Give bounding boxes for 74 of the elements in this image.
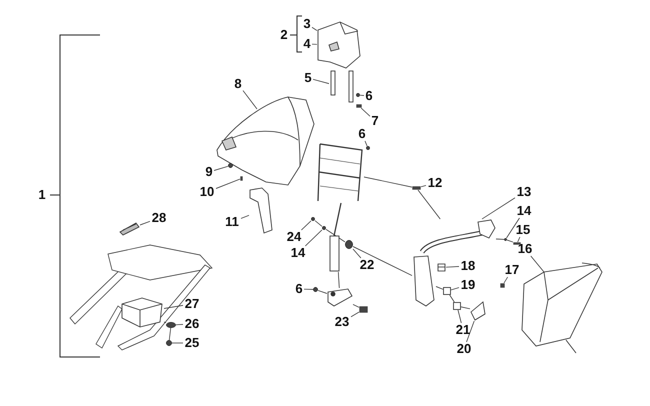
assembly-line — [352, 304, 360, 308]
assembly-line — [352, 246, 412, 276]
assembly-line — [449, 294, 455, 302]
leader-line — [172, 342, 184, 344]
leader-line — [458, 310, 462, 324]
leader-line — [450, 287, 460, 290]
leader-line — [517, 236, 520, 242]
leader-line — [301, 220, 312, 230]
leader-line — [360, 94, 364, 96]
leader-line — [304, 230, 322, 246]
callout-number: 21 — [454, 323, 472, 337]
leader-line — [176, 324, 184, 326]
callout-number: 13 — [515, 185, 533, 199]
leader-line — [214, 166, 228, 171]
callout-number: 5 — [303, 71, 313, 85]
assembly-line — [418, 190, 441, 220]
callout-number: 25 — [183, 336, 201, 350]
callout-number: 26 — [183, 317, 201, 331]
leader-line — [240, 214, 250, 219]
assembly-line — [436, 286, 444, 290]
assembly-line — [338, 272, 340, 288]
callout-number: 7 — [370, 114, 380, 128]
assembly-line — [164, 322, 166, 324]
assembly-line — [460, 306, 470, 310]
leader-line — [242, 90, 258, 110]
leader-line — [504, 276, 508, 284]
assembly-line — [364, 176, 412, 188]
callout-number: 11 — [223, 215, 241, 229]
callout-number: 17 — [503, 263, 521, 277]
callout-number: 6 — [294, 282, 304, 296]
callout-number: 4 — [302, 37, 312, 51]
callout-number: 27 — [183, 297, 201, 311]
callout-number: 9 — [204, 165, 214, 179]
assembly-line — [318, 290, 328, 294]
callout-number: 16 — [516, 242, 534, 256]
leader-line — [466, 320, 475, 342]
callout-number: 14 — [289, 246, 307, 260]
callout-number: 10 — [198, 185, 216, 199]
leader-line — [216, 178, 240, 189]
leader-line — [312, 44, 318, 45]
leader-line — [360, 108, 370, 117]
callout-number: 8 — [233, 77, 243, 91]
callout-number: 12 — [426, 176, 444, 190]
callout-number: 14 — [515, 204, 533, 218]
leader-line — [506, 218, 520, 238]
callout-number: 18 — [459, 259, 477, 273]
callout-number: 2 — [279, 28, 289, 42]
leader-line — [364, 140, 368, 146]
leader-line — [140, 220, 150, 226]
assembly-line — [168, 328, 172, 340]
leader-line — [304, 288, 314, 290]
callout-number: 24 — [285, 230, 303, 244]
leader-line — [350, 312, 360, 318]
callout-number: 23 — [333, 315, 351, 329]
callout-number: 22 — [358, 258, 376, 272]
callout-number: 15 — [514, 223, 532, 237]
callout-number: 3 — [302, 17, 312, 31]
assembly-line — [506, 240, 514, 242]
assembly-line — [496, 238, 504, 240]
assembly-line — [314, 220, 322, 227]
leader-line — [420, 185, 426, 188]
leader-line — [446, 266, 460, 268]
leader-line — [312, 78, 330, 84]
callout-number: 6 — [357, 127, 367, 141]
callout-number: 6 — [364, 89, 374, 103]
leader-line — [530, 256, 544, 272]
callout-number: 19 — [459, 278, 477, 292]
callout-number: 1 — [37, 188, 47, 202]
callout-number: 20 — [455, 342, 473, 356]
leader-line — [352, 248, 362, 258]
leader-line — [312, 26, 318, 31]
leader-line — [482, 197, 516, 220]
callout-number: 28 — [150, 211, 168, 225]
leader-line — [164, 305, 184, 309]
